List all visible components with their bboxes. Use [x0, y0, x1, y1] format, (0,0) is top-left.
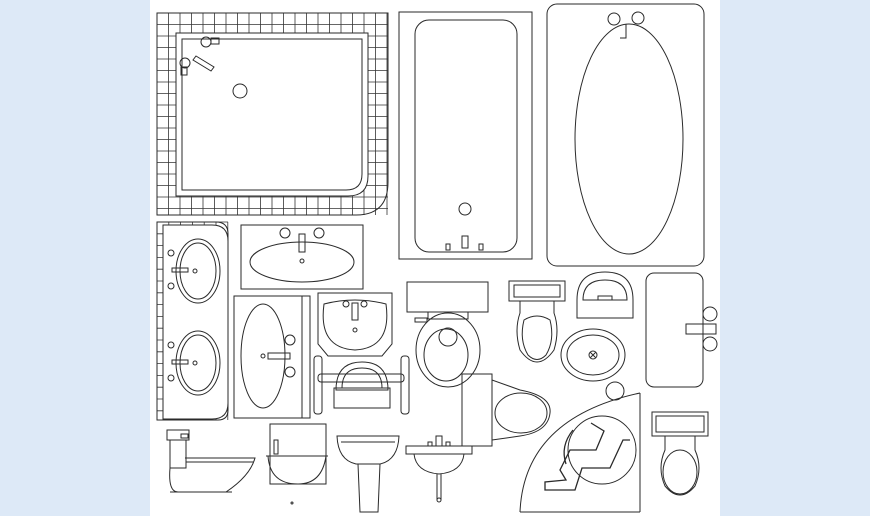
wall-basin-elevation	[405, 435, 473, 503]
corner-wash-basin	[317, 292, 393, 357]
double-vanity	[156, 221, 229, 421]
rectangular-bathtub	[398, 11, 533, 260]
accessible-toilet-clearance	[519, 381, 641, 513]
vanity-basin-top	[240, 224, 364, 290]
corner-shower-tub	[156, 12, 389, 216]
toilet-small	[508, 280, 566, 363]
pedestal-sink-elevation	[336, 435, 400, 513]
toilet-elevation	[166, 429, 256, 493]
corner-basin	[576, 271, 634, 319]
bidet-elevation	[266, 423, 328, 505]
vanity-basin-side	[233, 295, 311, 419]
oval-bathtub	[546, 3, 705, 267]
toilet-with-tank	[406, 281, 489, 388]
wall-urinal	[461, 373, 551, 447]
wall-sink-plan	[645, 272, 718, 388]
round-floor-drain-basin	[560, 328, 626, 382]
accessible-toilet	[651, 411, 709, 496]
grab-bar-basin	[313, 355, 410, 415]
